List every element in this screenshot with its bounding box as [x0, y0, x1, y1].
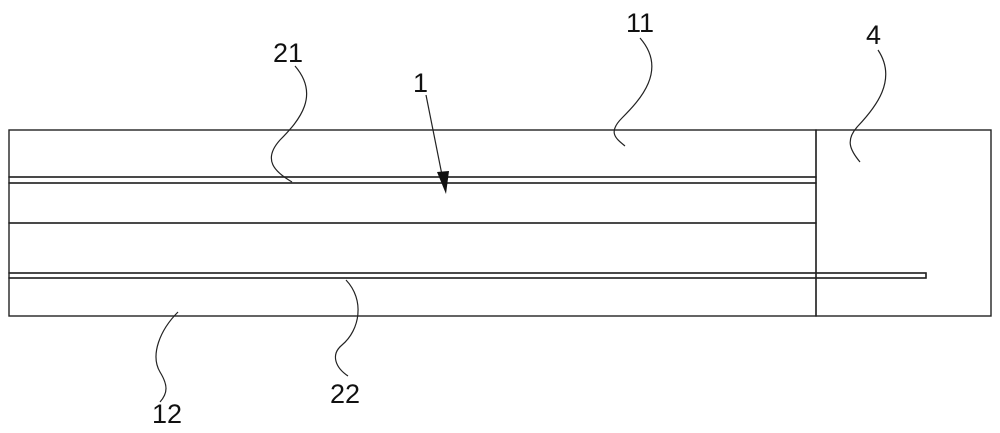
label-4: 4 — [866, 20, 881, 50]
label-21: 21 — [273, 38, 303, 68]
thin-strip-22 — [8, 272, 927, 279]
thin-strip-22-extension — [815, 272, 927, 279]
leader-line-4 — [849, 49, 887, 163]
upper-layer-11 — [8, 129, 817, 178]
side-block-4 — [815, 129, 992, 317]
bottom-layer-12 — [8, 277, 817, 317]
label-22: 22 — [330, 379, 360, 409]
leader-line-21 — [270, 65, 308, 183]
label-12: 12 — [152, 399, 182, 429]
arrow-line-1 — [425, 94, 445, 186]
thin-strip-21 — [8, 176, 817, 184]
leader-line-22 — [334, 279, 359, 377]
dense-layer-upper — [8, 222, 817, 274]
label-1: 1 — [413, 68, 428, 98]
leader-line-12 — [155, 311, 179, 403]
leader-line-11 — [613, 37, 653, 147]
label-11: 11 — [626, 8, 654, 38]
middle-layer-1 — [8, 182, 817, 224]
arrow-head-1 — [437, 171, 449, 194]
